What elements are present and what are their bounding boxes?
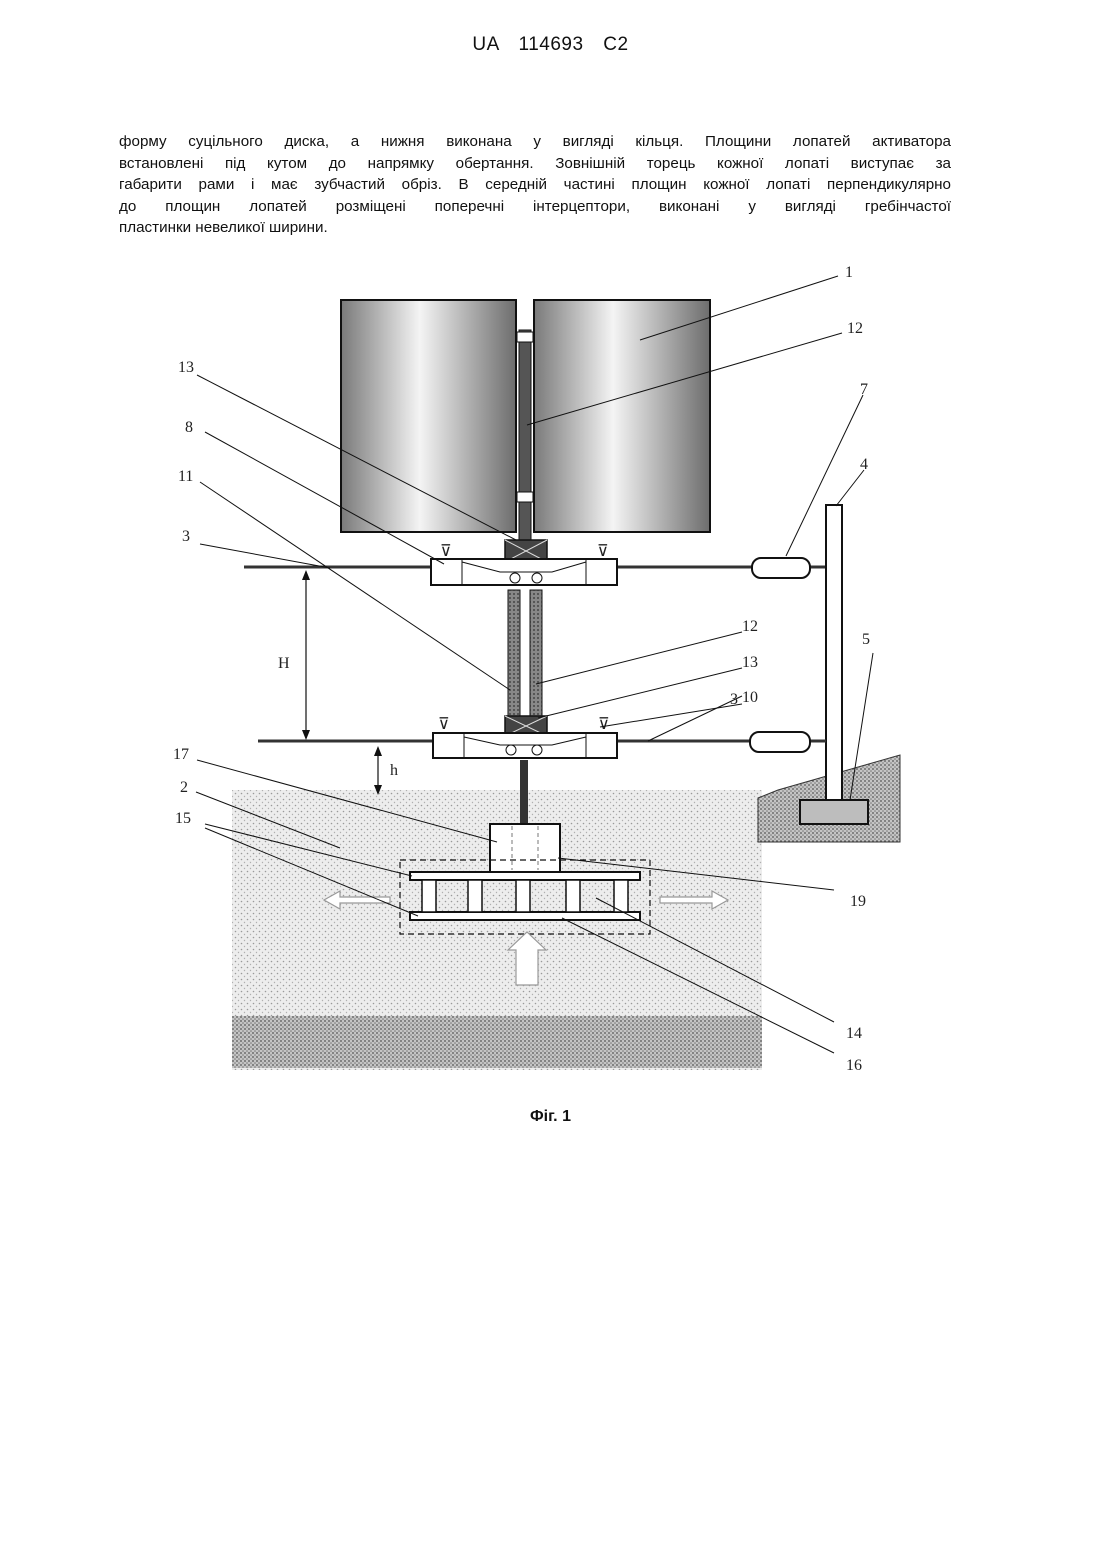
label-4: 4 (860, 456, 868, 473)
shaft-coupling-bottom (517, 492, 533, 502)
paragraph-line: габарити рами і має зубчастий обріз. В с… (119, 174, 951, 196)
label-12-lower: 12 (742, 618, 758, 635)
label-8: 8 (185, 419, 193, 436)
label-H: H (278, 655, 290, 672)
roller (532, 745, 542, 755)
label-10: 10 (742, 689, 758, 706)
gear-housing (490, 824, 560, 872)
technical-drawing: ⊽ ⊽ ⊽ ⊽ (0, 250, 1101, 1090)
label-7: 7 (860, 381, 868, 398)
paragraph-line: пластинки невеликої ширини. (119, 217, 951, 239)
arrow-head (374, 746, 382, 756)
blade-shaft (519, 330, 531, 540)
label-14: 14 (846, 1025, 862, 1042)
label-13-upper: 13 (178, 359, 194, 376)
label-3-left: 3 (182, 528, 190, 545)
impeller-blade (566, 880, 580, 912)
label-19: 19 (850, 893, 866, 910)
paragraph-line: до площин лопатей розміщені поперечні ін… (119, 196, 951, 218)
impeller-blade (614, 880, 628, 912)
arrow-head (302, 570, 310, 580)
paragraph-line: встановлені під кутом до напрямку оберта… (119, 153, 951, 175)
float-upper (752, 558, 810, 578)
blade-right (534, 300, 710, 532)
bolt-mark: ⊽ (598, 716, 610, 733)
label-11: 11 (178, 468, 193, 485)
label-3-right: 3 (730, 691, 738, 708)
mast (826, 505, 842, 810)
float-lower (750, 732, 810, 752)
label-12-upper: 12 (847, 320, 863, 337)
label-17: 17 (173, 746, 189, 763)
mast-foundation (800, 800, 868, 824)
label-15: 15 (175, 810, 191, 827)
label-13-lower: 13 (742, 654, 758, 671)
paragraph-line: форму суцільного диска, а нижня виконана… (119, 131, 951, 153)
figure-caption: Фіг. 1 (0, 1108, 1101, 1126)
bolt-mark: ⊽ (438, 716, 450, 733)
impeller-disc-top (410, 872, 640, 880)
blade-left (341, 300, 516, 532)
label-1: 1 (845, 264, 853, 281)
label-2: 2 (180, 779, 188, 796)
impeller-blade (422, 880, 436, 912)
body-paragraph: форму суцільного диска, а нижня виконана… (119, 131, 951, 239)
middle-shaft (508, 590, 520, 718)
roller (510, 573, 520, 583)
label-5: 5 (862, 631, 870, 648)
label-h: h (390, 762, 398, 779)
seabed (232, 1016, 762, 1068)
drive-shaft (520, 760, 528, 826)
arrow-head (302, 730, 310, 740)
shaft-coupling-top (517, 332, 533, 342)
label-16: 16 (846, 1057, 862, 1074)
patent-number-header: UA 114693 C2 (0, 34, 1101, 56)
impeller-blade (468, 880, 482, 912)
middle-shaft (530, 590, 542, 718)
roller (532, 573, 542, 583)
impeller-blade (516, 880, 530, 912)
roller (506, 745, 516, 755)
impeller-disc-bottom (410, 912, 640, 920)
bolt-mark: ⊽ (440, 543, 452, 560)
bolt-mark: ⊽ (597, 543, 609, 560)
